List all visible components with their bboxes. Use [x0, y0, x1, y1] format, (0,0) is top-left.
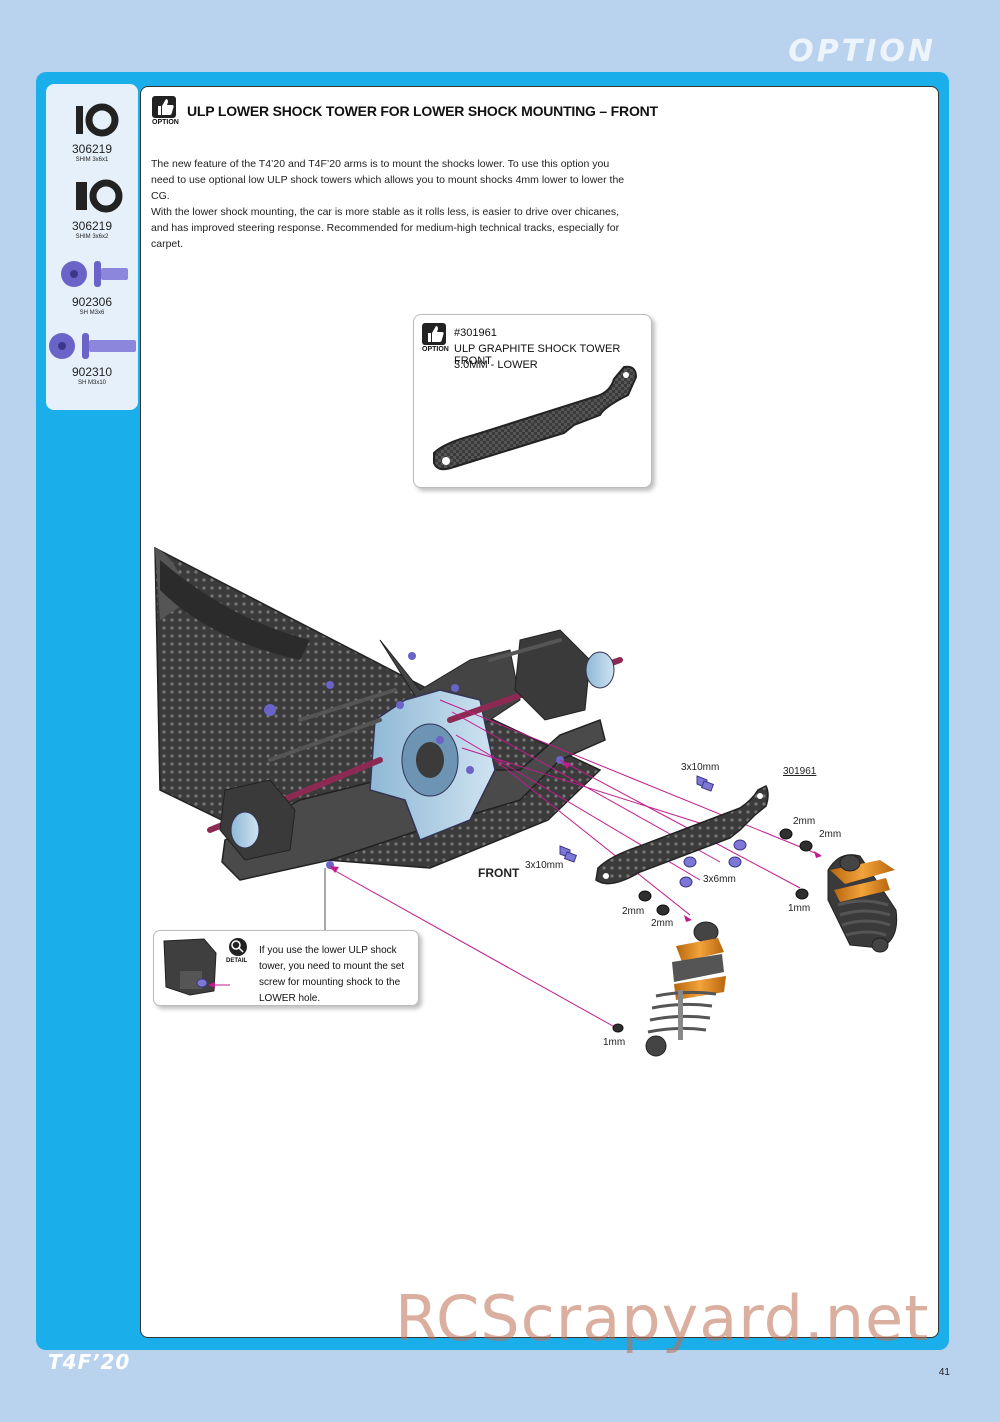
parts-icons: [49, 103, 136, 359]
intro-paragraph: The new feature of the T4’20 and T4F’20 …: [151, 158, 625, 202]
part-code: 902310: [71, 365, 113, 379]
detail-image: [163, 938, 247, 996]
detail-callout: DETAIL If you use the lower ULP shock to…: [153, 930, 419, 1006]
part-shim-3x6x1: 306219 SHIM 3x6x1: [46, 142, 138, 163]
label-tower-part: 301961: [783, 766, 817, 777]
watermark: RCScrapyard.net: [395, 1282, 930, 1355]
option-badge: OPTION: [152, 96, 179, 126]
label-shim-2mm-e: 2mm: [651, 918, 674, 929]
thumbs-up-icon: [422, 323, 446, 345]
part-desc: SH M3x10: [77, 380, 106, 386]
detail-text: If you use the lower ULP shock tower, yo…: [259, 945, 405, 1004]
label-screw-3x10-left: 3x10mm: [525, 860, 564, 871]
page-title: ULP LOWER SHOCK TOWER FOR LOWER SHOCK MO…: [187, 103, 658, 119]
label-shim-2mm-d: 2mm: [622, 906, 645, 917]
option-badge: OPTION: [422, 323, 449, 353]
shock-absorber-left: [645, 921, 726, 1057]
part-desc: SH M3x6: [79, 310, 105, 316]
shims: [612, 828, 813, 1033]
brand-logo: T4F’20: [48, 1350, 131, 1374]
label-shim-2mm-b: 2mm: [819, 829, 842, 840]
detail-magnifier-icon: [229, 938, 247, 956]
benefit-paragraph: With the lower shock mounting, the car i…: [151, 206, 620, 250]
front-direction-label: FRONT: [478, 866, 520, 880]
part-desc: SHIM 3x6x2: [75, 234, 109, 240]
ulp-shock-tower: [595, 784, 769, 885]
part-shim-3x6x2: 306219 SHIM 3x6x2: [46, 219, 138, 240]
screw-3x10-icon: [49, 333, 136, 359]
label-shim-1mm-f: 1mm: [603, 1037, 626, 1048]
page-number: 41: [938, 1367, 950, 1378]
option-part-callout: OPTION #301961 ULP GRAPHITE SHOCK TOWER …: [413, 314, 652, 488]
thumbs-up-icon: [152, 96, 176, 118]
turnbuckles: [268, 638, 562, 762]
upright-left: [219, 779, 296, 861]
upright-right: [514, 629, 615, 721]
label-screw-3x6: 3x6mm: [703, 874, 736, 885]
section-title: OPTION: [788, 34, 936, 69]
label-shim-1mm-c: 1mm: [788, 903, 811, 914]
assembly-lines: [329, 699, 821, 1031]
part-desc: SHIM 3x6x1: [75, 157, 109, 163]
part-screw-m3x6: 902306 SH M3x6: [46, 295, 138, 316]
option-label: OPTION: [152, 119, 179, 126]
detail-label: DETAIL: [226, 958, 248, 964]
option-label: OPTION: [422, 346, 449, 353]
label-shim-2mm-a: 2mm: [793, 816, 816, 827]
shim-1mm-icon: [76, 103, 119, 137]
part-code: 306219: [71, 142, 113, 156]
callout-part-spec: 3.0MM - LOWER: [454, 359, 538, 371]
chassis-screws: [264, 652, 564, 869]
shock-tower-image: [433, 365, 638, 471]
part-screw-m3x10: 902310 SH M3x10: [46, 365, 138, 386]
shock-absorber-right: [827, 854, 898, 953]
parts-panel: 306219 SHIM 3x6x1 306219 SHIM 3x6x2 9023…: [46, 84, 138, 410]
shim-2mm-icon: [76, 179, 123, 213]
loose-screws: [559, 775, 747, 888]
callout-part-number: #301961: [454, 327, 497, 339]
label-screw-3x10-top: 3x10mm: [681, 762, 720, 773]
callout-part-name: ULP GRAPHITE SHOCK TOWER FRONT: [454, 343, 621, 367]
part-code: 306219: [71, 219, 113, 233]
part-code: 902306: [71, 295, 113, 309]
screw-3x6-icon: [61, 261, 128, 287]
front-bulkhead: [369, 689, 496, 841]
